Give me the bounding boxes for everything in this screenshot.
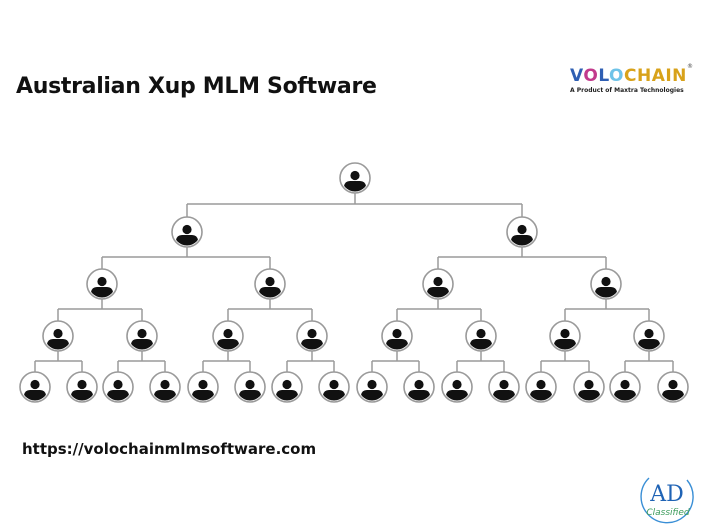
tree-node-level-1 [506, 216, 538, 248]
logo-wordmark: VOLOCHAIN [570, 66, 700, 86]
tree-node-level-4 [234, 371, 266, 403]
badge-classified-text: Classified [646, 508, 690, 518]
tree-node-level-4 [271, 371, 303, 403]
tree-node-level-2 [422, 268, 454, 300]
logo-tagline: A Product of Maxtra Technologies [570, 87, 684, 94]
tree-node-level-0 [339, 162, 371, 194]
tree-node-level-4 [66, 371, 98, 403]
logo-letter-v: V [570, 66, 584, 86]
tree-node-level-3 [465, 320, 497, 352]
tree-node-level-4 [403, 371, 435, 403]
volochain-logo: VOLOCHAIN ® A Product of Maxtra Technolo… [570, 63, 700, 102]
tree-node-level-2 [86, 268, 118, 300]
tree-node-level-4 [102, 371, 134, 403]
tree-node-level-3 [126, 320, 158, 352]
tree-node-level-4 [187, 371, 219, 403]
logo-letter-o: O [583, 66, 599, 86]
tree-node-level-2 [590, 268, 622, 300]
tree-node-level-3 [42, 320, 74, 352]
tree-node-level-4 [657, 371, 689, 403]
tree-node-level-4 [149, 371, 181, 403]
registered-mark: ® [687, 63, 693, 70]
tree-node-level-3 [549, 320, 581, 352]
tree-node-level-4 [19, 371, 51, 403]
logo-word-chain: CHAIN [624, 66, 687, 86]
tree-node-level-4 [488, 371, 520, 403]
logo-letter-o-ring: O [609, 66, 624, 86]
ad-classified-badge: AD Classified [640, 477, 694, 524]
page-title: Australian Xup MLM Software [16, 74, 377, 99]
badge-ring [640, 477, 694, 524]
tree-node-level-4 [356, 371, 388, 403]
tree-node-level-3 [633, 320, 665, 352]
badge-ad-text: AD [649, 482, 684, 507]
tree-node-level-4 [441, 371, 473, 403]
tree-node-level-4 [573, 371, 605, 403]
tree-node-level-3 [381, 320, 413, 352]
tree-node-level-4 [525, 371, 557, 403]
tree-node-level-3 [296, 320, 328, 352]
connector-lines [34, 193, 674, 372]
logo-letter-l: L [598, 66, 610, 86]
tree-node-level-4 [318, 371, 350, 403]
tree-node-level-1 [171, 216, 203, 248]
tree-node-level-4 [609, 371, 641, 403]
tree-node-level-3 [212, 320, 244, 352]
website-url: https://volochainmlmsoftware.com [22, 440, 317, 458]
tree-node-level-2 [254, 268, 286, 300]
mlm-binary-tree-diagram [19, 162, 689, 403]
